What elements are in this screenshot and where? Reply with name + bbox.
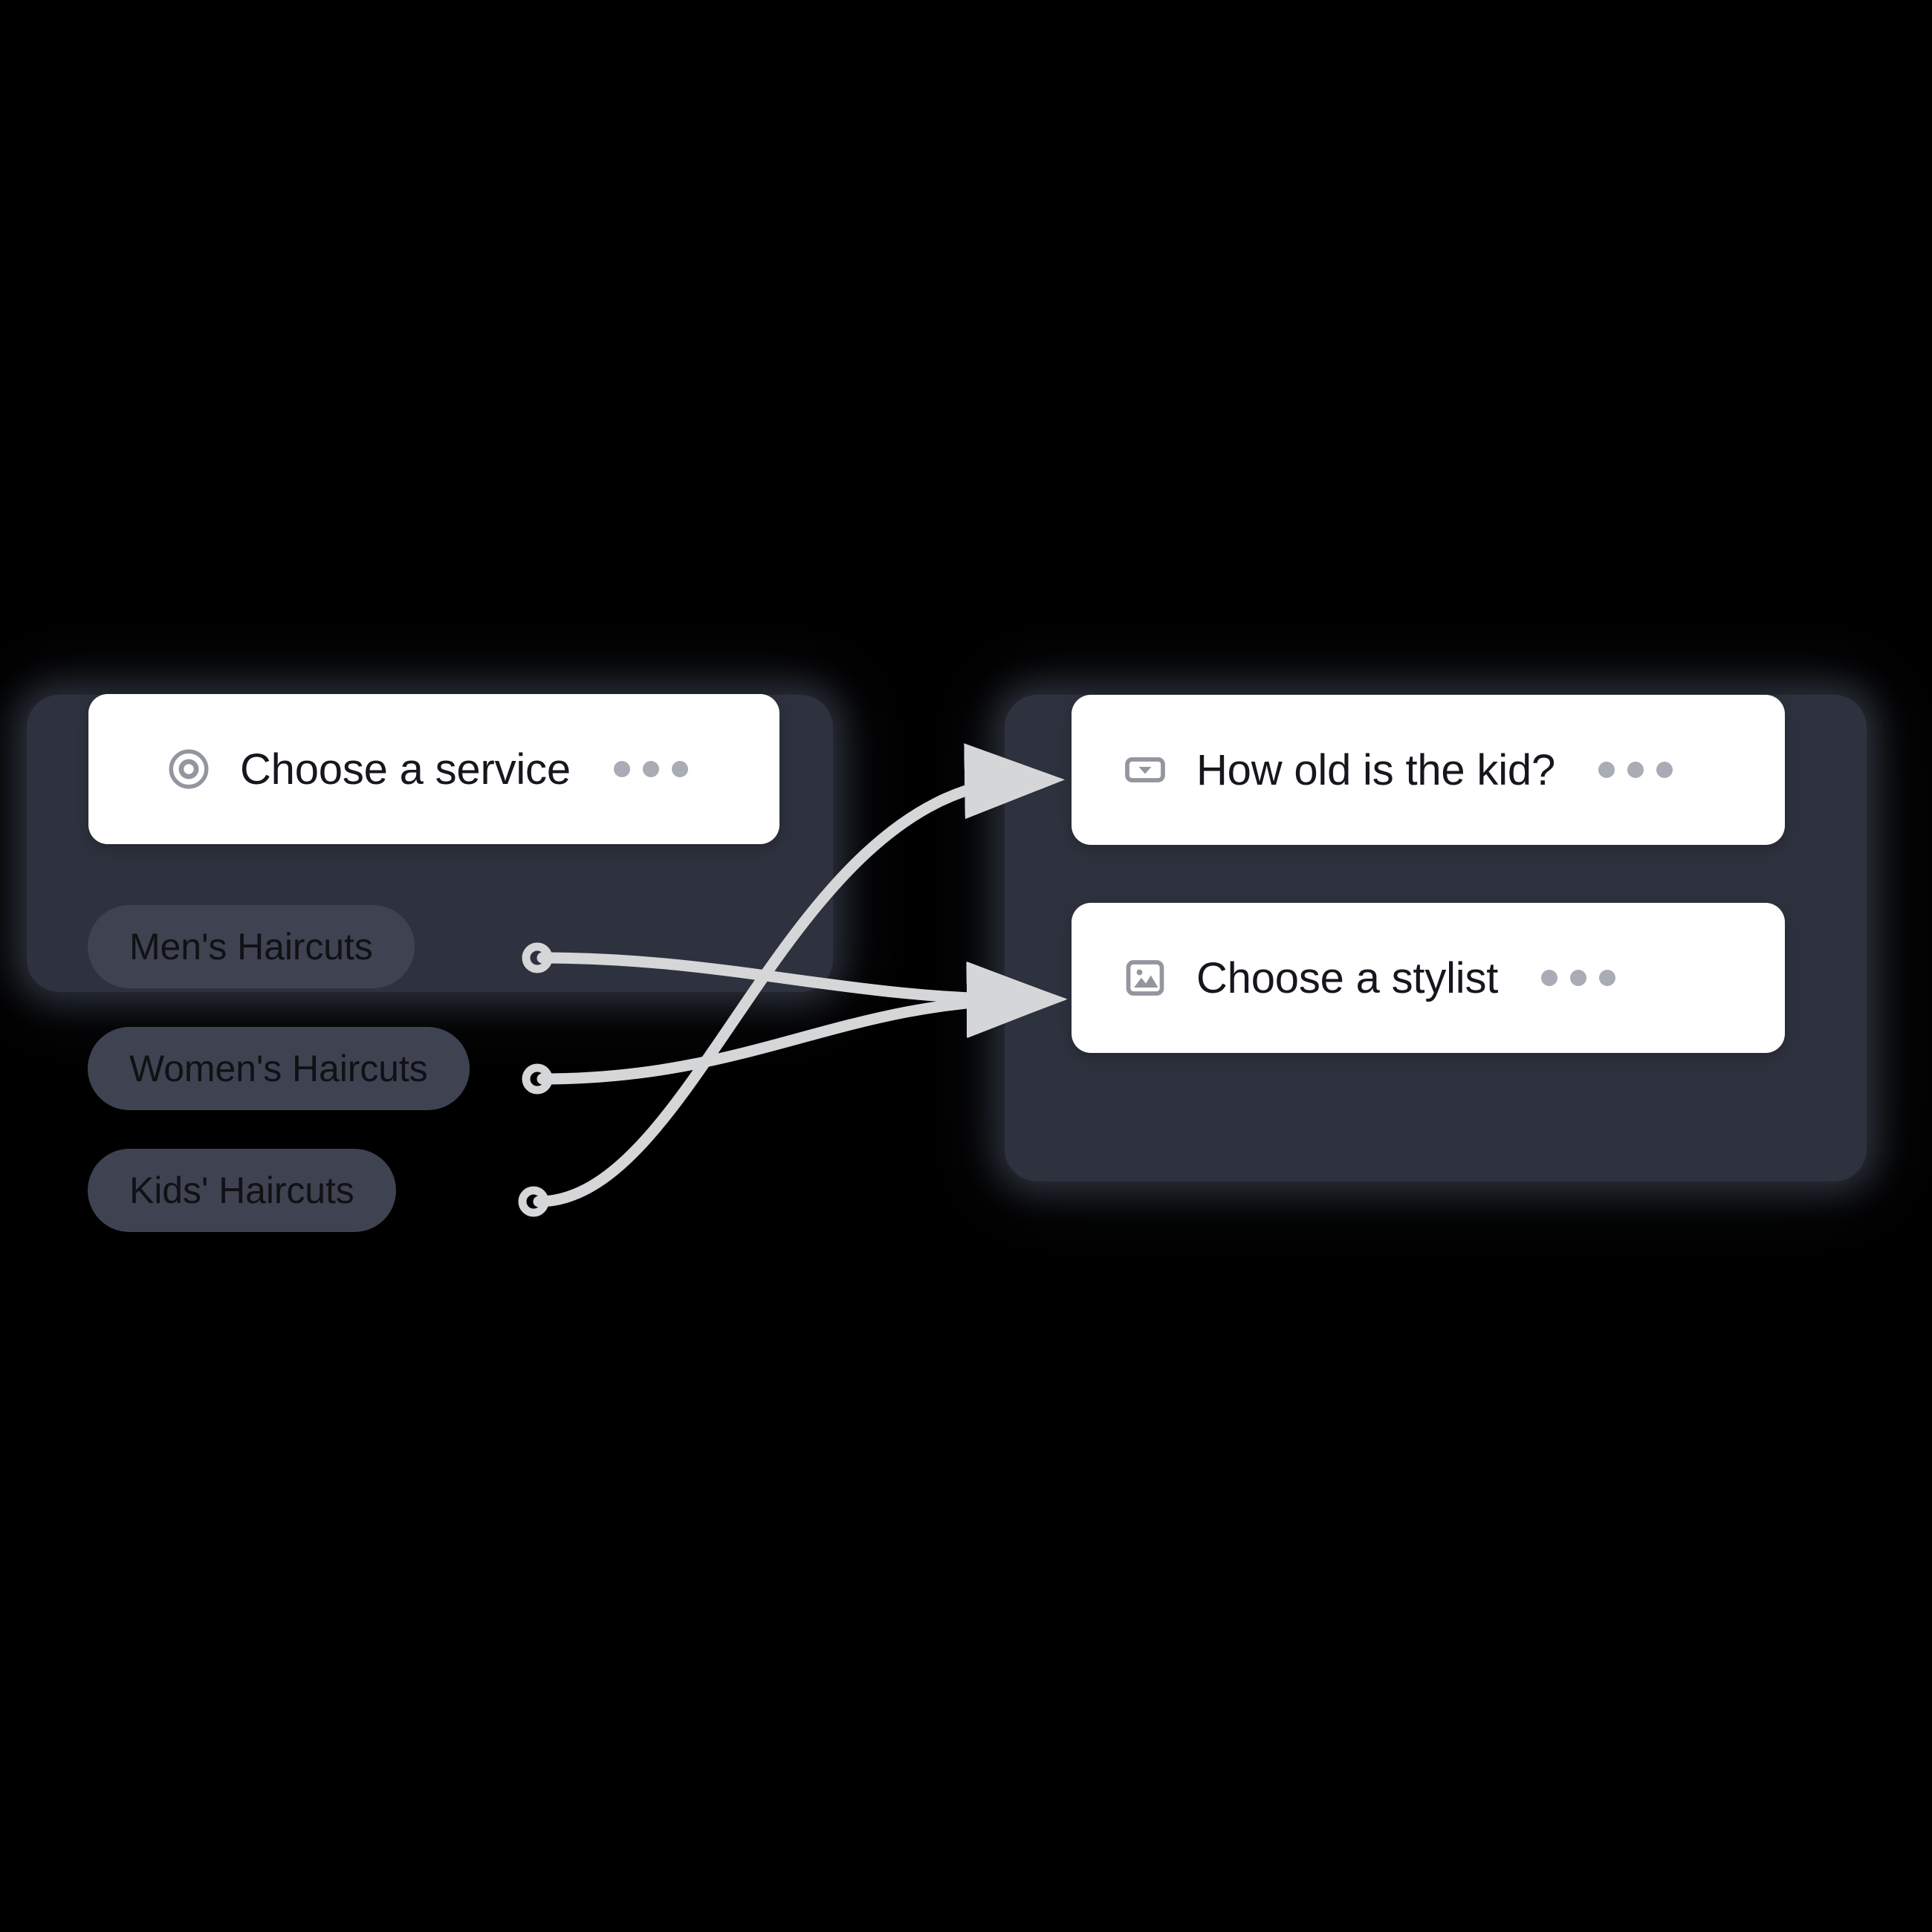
node-group-right[interactable]: How old is the kid? Choose a stylist	[1005, 695, 1867, 1181]
menu-dot	[1598, 762, 1615, 778]
option-chip-label: Women's Haircuts	[129, 1048, 428, 1089]
node-menu-button[interactable]	[613, 761, 688, 777]
node-title: Choose a service	[240, 745, 571, 794]
node-title: Choose a stylist	[1196, 953, 1499, 1002]
edge-handle-kids-haircuts[interactable]	[518, 1186, 549, 1217]
option-chip-label: Men's Haircuts	[129, 926, 373, 967]
menu-dot	[1627, 762, 1644, 778]
radio-target-icon	[166, 746, 212, 792]
option-chip-mens-haircuts[interactable]: Men's Haircuts	[88, 905, 415, 988]
menu-dot	[613, 761, 630, 777]
node-menu-button[interactable]	[1541, 970, 1616, 986]
menu-dot	[1570, 970, 1587, 986]
option-chip-womens-haircuts[interactable]: Women's Haircuts	[88, 1027, 470, 1110]
edge-womens-haircuts-to-choose-a-stylist	[537, 962, 1067, 1085]
menu-dot	[671, 761, 688, 777]
menu-dot	[1656, 762, 1673, 778]
menu-dot	[1541, 970, 1558, 986]
option-chip-label: Kids' Haircuts	[129, 1170, 354, 1211]
menu-dot	[1599, 970, 1616, 986]
edge-handle-womens-haircuts[interactable]	[522, 1063, 553, 1095]
node-card-choose-a-stylist[interactable]: Choose a stylist	[1072, 903, 1785, 1053]
option-chip-kids-haircuts[interactable]: Kids' Haircuts	[88, 1149, 396, 1232]
menu-dot	[642, 761, 659, 777]
node-header-card-choose-a-service[interactable]: Choose a service	[88, 694, 779, 844]
node-menu-button[interactable]	[1598, 762, 1673, 778]
node-card-how-old-is-the-kid[interactable]: How old is the kid?	[1072, 695, 1785, 845]
node-title: How old is the kid?	[1196, 745, 1555, 794]
image-picker-icon	[1122, 955, 1168, 1001]
dropdown-select-icon	[1122, 747, 1168, 793]
